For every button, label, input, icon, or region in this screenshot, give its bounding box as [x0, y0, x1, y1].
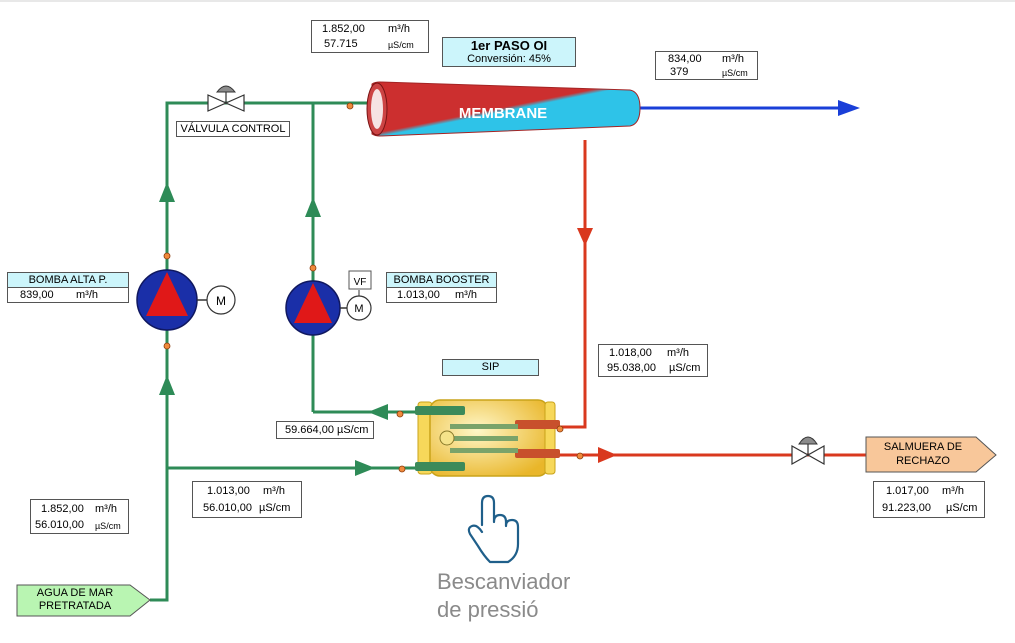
pump-icon[interactable]: [285, 280, 341, 336]
pump-icon[interactable]: [136, 269, 198, 331]
reject-arrow: [865, 436, 997, 473]
arrow-icon: [838, 100, 860, 116]
top-divider: [0, 0, 1015, 2]
sip-in-reading-box: 1.013,00 m³/h 56.010,00 µS/cm: [192, 481, 302, 518]
arrow-icon: [368, 404, 388, 420]
hand-pointer-icon[interactable]: [467, 494, 520, 564]
arrow-icon: [355, 460, 375, 476]
membrane-label: MEMBRANE: [459, 105, 547, 122]
sip-label: SIP: [442, 359, 539, 376]
motor-icon[interactable]: M: [346, 295, 372, 321]
motor-icon[interactable]: M: [206, 285, 236, 315]
booster-feed-reading-box: 59.664,00 µS/cm: [276, 421, 374, 439]
membrane-vessel[interactable]: MEMBRANE: [366, 81, 641, 137]
feed-inlet-reading-box: 1.852,00 m³/h 56.010,00 µS/cm: [30, 499, 129, 534]
control-valve-icon[interactable]: [791, 436, 825, 466]
sensor-points: [163, 102, 584, 473]
control-valve-icon[interactable]: [207, 85, 245, 112]
permeate-reading-box: 834,00 m³/h 379 µS/cm: [655, 51, 758, 80]
brine-lines: [545, 140, 868, 457]
bomba-alta-box: BOMBA ALTA P. 839,00 m³/h: [7, 272, 129, 303]
pressure-exchanger-caption: Bescanviador de pressió: [437, 569, 571, 622]
inlet-label: AGUA DE MAR PRETRATADA: [36, 587, 114, 612]
feed-reading-box: 1.852,00 m³/h 57.715 µS/cm: [311, 20, 429, 53]
flow-arrows-green: [159, 182, 388, 476]
pressure-exchanger-icon[interactable]: [415, 399, 560, 477]
reject-label: SALMUERA DE RECHAZO: [883, 441, 963, 467]
arrow-icon: [159, 182, 175, 202]
reject-reading-box: 1.017,00 m³/h 91.223,00 µS/cm: [873, 481, 985, 518]
arrow-icon: [598, 447, 617, 463]
brine-in-line: [545, 140, 587, 429]
bomba-booster-box: BOMBA BOOSTER 1.013,00 m³/h: [386, 272, 497, 303]
flow-arrows-red: [577, 228, 617, 463]
feed-lines: [150, 101, 430, 602]
valve-control-label: VÁLVULA CONTROL: [176, 121, 290, 137]
inlet-arrow: [16, 584, 151, 617]
motor-label: M: [216, 294, 226, 308]
main-feed-line: [150, 101, 370, 602]
paso-title: 1er PASO OI Conversión: 45%: [442, 37, 576, 67]
arrow-icon: [305, 197, 321, 217]
arrow-icon: [577, 228, 593, 246]
motor-label: M: [354, 303, 363, 315]
brine-in-reading-box: 1.018,00 m³/h 95.038,00 µS/cm: [598, 344, 708, 377]
arrow-icon: [159, 375, 175, 395]
vf-label: VF: [354, 277, 367, 288]
